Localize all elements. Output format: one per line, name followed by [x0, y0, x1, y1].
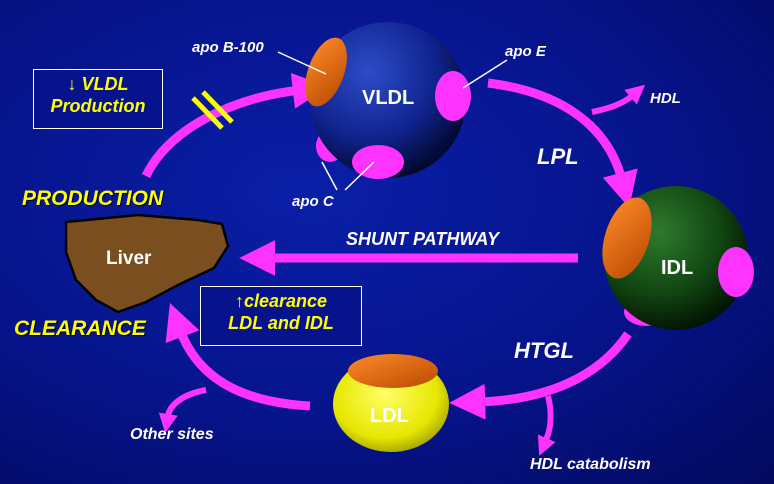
liver-shape: [64, 213, 230, 314]
vldl-production-box: ↓ VLDL Production: [33, 69, 163, 129]
clearance-box: ↑clearance LDL and IDL: [200, 286, 362, 346]
ldl-apo-b-cap: [348, 354, 438, 388]
apo-e-label: apo E: [505, 43, 546, 60]
lpl-arrow: [487, 78, 638, 208]
pointer-lines: [277, 51, 508, 191]
ldl-label: LDL: [370, 405, 409, 427]
clearance-box-line1: ↑clearance: [234, 291, 328, 311]
other-sites-branch-arrow: [158, 387, 207, 434]
production-arrow: [141, 72, 329, 179]
htgl-arrow: [449, 331, 632, 420]
apo-e-patch: [435, 71, 471, 121]
vldl-particle: [310, 22, 466, 178]
hdl-label: HDL: [650, 90, 681, 107]
clearance-label: CLEARANCE: [14, 317, 146, 340]
vldl-label: VLDL: [362, 87, 415, 109]
production-block-marks: [191, 90, 234, 130]
htgl-label: HTGL: [514, 338, 574, 363]
production-label: PRODUCTION: [22, 187, 164, 210]
shunt-pathway-label: SHUNT PATHWAY: [346, 229, 499, 249]
other-sites-label: Other sites: [130, 426, 214, 443]
idl-apo-e-patch: [718, 247, 754, 297]
idl-label: IDL: [661, 257, 694, 279]
lpl-label: LPL: [537, 144, 579, 169]
idl-apo-b-patch: [602, 197, 652, 279]
apo-b100-patch: [305, 37, 347, 107]
liver-label: Liver: [106, 248, 152, 269]
clearance-box-line2: LDL and IDL: [228, 312, 334, 333]
hdl-catabolism-branch-arrow: [537, 395, 556, 456]
clearance-arrow: [165, 303, 311, 411]
vldl-production-box-line2: Production: [50, 95, 146, 116]
hdl-branch-arrow: [591, 84, 646, 115]
apo-b100-label: apo B-100: [192, 39, 264, 56]
apo-c-patch: [352, 145, 404, 179]
hdl-catabolism-label: HDL catabolism: [530, 456, 651, 473]
apo-c-label: apo C: [292, 193, 334, 210]
vldl-production-box-line1: ↓ VLDL: [67, 74, 129, 94]
